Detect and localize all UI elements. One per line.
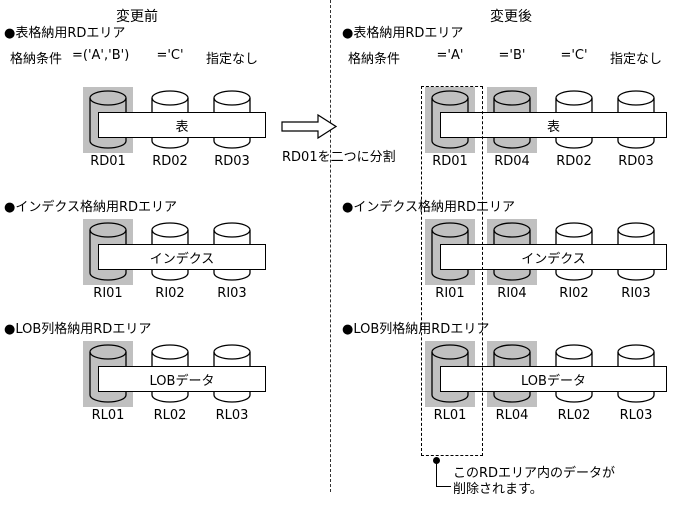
before-condition-token-3: 指定なし <box>205 52 258 67</box>
cylinder-ri04-after <box>493 222 531 282</box>
cylinder-rd03-before <box>213 90 251 150</box>
cylinder-ri02-before <box>151 222 189 282</box>
before-condition-token-1: =('A','B') <box>72 48 130 63</box>
note-line-2: 削除されます。 <box>453 482 543 497</box>
label-ri03-before: RI03 <box>217 286 247 301</box>
cylinder-rd01-after <box>431 90 469 150</box>
label-rl01-before: RL01 <box>91 408 125 423</box>
after-condition-label: 格納条件 <box>348 52 401 67</box>
label-rd03-after: RD03 <box>618 154 654 169</box>
after-condition-token-4: 指定なし <box>609 52 662 67</box>
before-index-area-title: ●インデクス格納用RDエリア <box>4 200 177 215</box>
cylinder-ri03-after <box>617 222 655 282</box>
cylinder-rd03-after <box>617 90 655 150</box>
label-rd03-before: RD03 <box>214 154 250 169</box>
cylinder-rl01-after <box>431 344 469 404</box>
label-rl04-after: RL04 <box>495 408 529 423</box>
cylinder-rd02-before <box>151 90 189 150</box>
before-column-header: 変更前 <box>116 9 158 25</box>
table-box-after: 表 <box>440 112 667 138</box>
label-rd01-after: RD01 <box>432 154 468 169</box>
note-line-1: このRDエリア内のデータが <box>453 466 616 481</box>
cylinder-ri01-after <box>431 222 469 282</box>
cylinder-rl01-before <box>89 344 127 404</box>
before-condition-token-2: ='C' <box>156 48 184 63</box>
label-rl03-after: RL03 <box>619 408 653 423</box>
cylinder-rd01-before <box>89 90 127 150</box>
note-text: このRDエリア内のデータが 削除されます。 <box>453 466 615 498</box>
after-condition-token-3: ='C' <box>560 48 588 63</box>
before-condition-label: 格納条件 <box>10 52 63 67</box>
cylinder-rl04-after <box>493 344 531 404</box>
label-ri02-after: RI02 <box>559 286 589 301</box>
label-ri01-before: RI01 <box>93 286 123 301</box>
cylinder-rl03-after <box>617 344 655 404</box>
label-rl02-after: RL02 <box>557 408 591 423</box>
index-box-before: インデクス <box>98 244 266 270</box>
after-condition-token-2: ='B' <box>498 48 526 63</box>
index-box-after: インデクス <box>440 244 667 270</box>
after-column-header: 変更後 <box>490 9 532 25</box>
cylinder-rd02-after <box>555 90 593 150</box>
label-rl02-before: RL02 <box>153 408 187 423</box>
cylinder-rd04-after <box>493 90 531 150</box>
note-anchor-dot <box>433 457 440 464</box>
after-table-area-title: ●表格納用RDエリア <box>342 26 464 41</box>
label-rd01-before: RD01 <box>90 154 126 169</box>
label-rl01-after: RL01 <box>433 408 467 423</box>
center-divider <box>330 0 331 492</box>
cylinder-rl02-after <box>555 344 593 404</box>
cylinder-rl03-before <box>213 344 251 404</box>
cylinder-ri02-after <box>555 222 593 282</box>
label-rl03-before: RL03 <box>215 408 249 423</box>
lob-box-before: LOBデータ <box>98 366 266 392</box>
label-ri03-after: RI03 <box>621 286 651 301</box>
lob-box-after: LOBデータ <box>440 366 667 392</box>
note-connector-line <box>436 462 451 487</box>
cylinder-ri03-before <box>213 222 251 282</box>
after-lob-area-title: ●LOB列格納用RDエリア <box>342 322 490 337</box>
before-lob-area-title: ●LOB列格納用RDエリア <box>4 322 152 337</box>
label-ri04-after: RI04 <box>497 286 527 301</box>
label-rd04-after: RD04 <box>494 154 530 169</box>
cylinder-ri01-before <box>89 222 127 282</box>
label-ri02-before: RI02 <box>155 286 185 301</box>
cylinder-rl02-before <box>151 344 189 404</box>
label-rd02-after: RD02 <box>556 154 592 169</box>
split-arrow-icon <box>281 113 337 140</box>
label-ri01-after: RI01 <box>435 286 465 301</box>
table-box-before: 表 <box>98 112 266 138</box>
before-table-area-title: ●表格納用RDエリア <box>4 26 126 41</box>
after-condition-token-1: ='A' <box>436 48 464 63</box>
label-rd02-before: RD02 <box>152 154 188 169</box>
split-arrow-label: RD01を二つに分割 <box>282 150 396 165</box>
after-index-area-title: ●インデクス格納用RDエリア <box>342 200 515 215</box>
